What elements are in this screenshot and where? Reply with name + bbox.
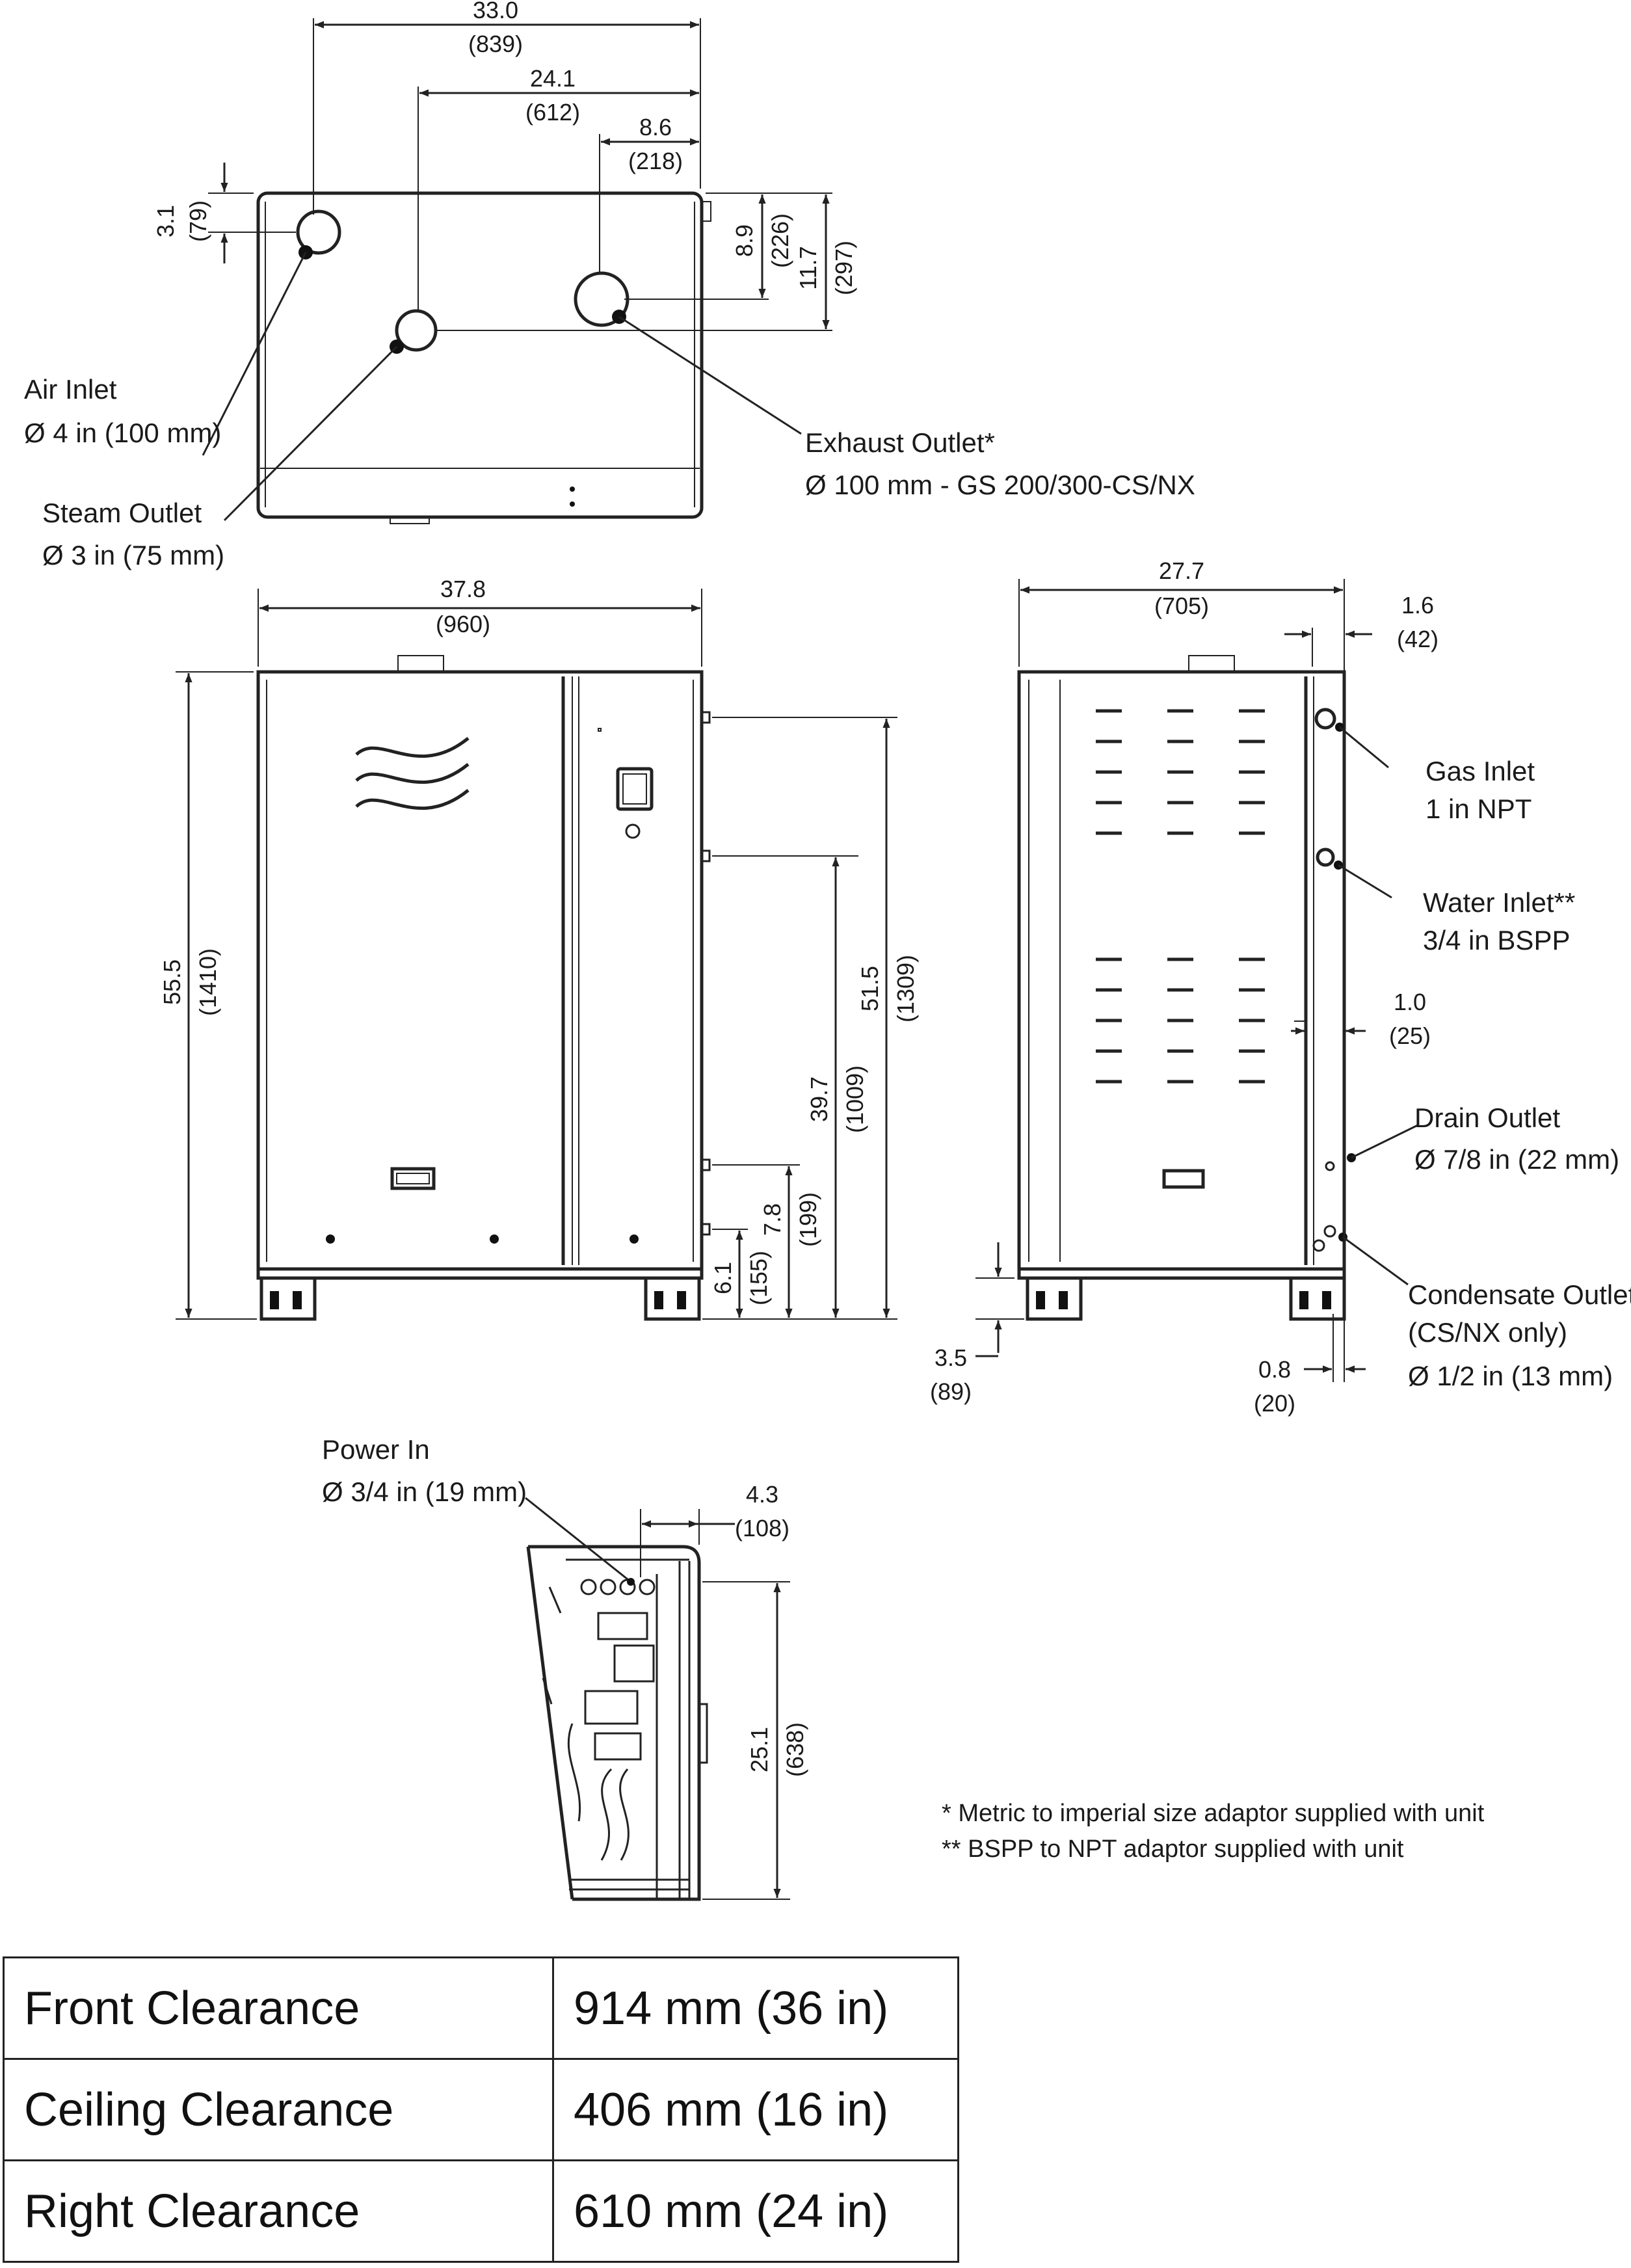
- dim-cond-off-mm: (20): [1254, 1390, 1295, 1417]
- clearance-value: 610 mm (24 in): [552, 2159, 959, 2263]
- water-inlet-label: Water Inlet**: [1423, 887, 1575, 918]
- top-view: 33.0 (839) 24.1 (612) 8.6 (218) 3.1 (79)…: [24, 0, 1195, 570]
- gas-inlet-label: Gas Inlet: [1425, 756, 1535, 786]
- dim-air-depth-mm: (79): [185, 200, 211, 242]
- dim-power-h-in: 25.1: [746, 1727, 773, 1772]
- dim-water-h-in: 39.7: [806, 1076, 832, 1122]
- note-metric: * Metric to imperial size adaptor suppli…: [942, 1800, 1485, 1827]
- clearance-name: Front Clearance: [3, 1956, 554, 2060]
- gas-inlet-size: 1 in NPT: [1425, 794, 1532, 824]
- air-inlet-size: Ø 4 in (100 mm): [24, 418, 221, 448]
- dim-steam-in: 24.1: [530, 65, 576, 92]
- front-view-outline: [256, 670, 704, 1271]
- steam-outlet-label: Steam Outlet: [42, 498, 202, 528]
- dim-height-in: 55.5: [159, 959, 185, 1005]
- dim-exhaust-depth-mm: (226): [767, 213, 793, 268]
- condensate-outlet-label: Condensate Outlet: [1408, 1279, 1631, 1310]
- water-inlet-size: 3/4 in BSPP: [1423, 925, 1570, 955]
- dim-leg-mm: (89): [930, 1378, 972, 1405]
- dim-cond-h-mm: (155): [745, 1251, 772, 1305]
- dim-gas-h-in: 51.5: [856, 966, 883, 1011]
- dim-height-mm: (1410): [194, 948, 221, 1016]
- front-view: 37.8 (960) 55.5 (1410) 51.5 (1309) 39.7 …: [159, 576, 919, 1321]
- condensate-outlet-port: [1323, 1225, 1336, 1238]
- clearance-name: Ceiling Clearance: [3, 2058, 554, 2161]
- power-in-size: Ø 3/4 in (19 mm): [322, 1476, 527, 1507]
- top-view-outline: [256, 191, 704, 519]
- exhaust-outlet-size: Ø 100 mm - GS 200/300-CS/NX: [805, 470, 1195, 500]
- dim-cond-h-in: 6.1: [709, 1262, 736, 1294]
- air-inlet-port: [296, 209, 341, 255]
- dim-power-off-mm: (108): [735, 1515, 789, 1541]
- control-panel: [598, 728, 654, 839]
- dim-cond-off-in: 0.8: [1258, 1356, 1291, 1383]
- drain-outlet-port: [1325, 1161, 1335, 1171]
- dim-drain-h-mm: (199): [795, 1192, 821, 1247]
- clearance-table: Front Clearance 914 mm (36 in) Ceiling C…: [3, 1956, 959, 2263]
- dim-exhaust-depth-in: 8.9: [731, 224, 758, 257]
- clearance-name: Right Clearance: [3, 2159, 554, 2263]
- dim-power-off-in: 4.3: [746, 1481, 778, 1508]
- dim-exhaust-in: 8.6: [639, 114, 672, 140]
- steam-outlet-size: Ø 3 in (75 mm): [42, 540, 224, 570]
- dim-drain-h-in: 7.8: [759, 1203, 786, 1236]
- note-bspp: ** BSPP to NPT adaptor supplied with uni…: [942, 1835, 1404, 1863]
- dim-gas-off-mm: (42): [1397, 626, 1439, 652]
- clearance-value: 914 mm (36 in): [552, 1956, 959, 2060]
- dim-water-h-mm: (1009): [842, 1065, 868, 1133]
- dim-steam-mm: (612): [525, 99, 580, 126]
- dim-depth-mm: (705): [1154, 593, 1209, 619]
- vent-louvers: [1096, 709, 1265, 1084]
- interior-view: 4.3 (108) 25.1 (638) Power In Ø 3/4 in (…: [322, 1434, 808, 1901]
- dim-overall-mm: (839): [468, 31, 523, 57]
- drain-outlet-label: Drain Outlet: [1414, 1102, 1560, 1133]
- dim-width-mm: (960): [436, 611, 490, 637]
- condensate-outlet-size: Ø 1/2 in (13 mm): [1408, 1361, 1613, 1391]
- dim-power-h-mm: (638): [782, 1722, 808, 1777]
- dim-overall-in: 33.0: [473, 0, 518, 23]
- water-inlet-port: [1316, 847, 1335, 867]
- gas-inlet-port: [1314, 708, 1336, 730]
- dim-gas-h-mm: (1309): [892, 955, 919, 1022]
- dim-exhaust-mm: (218): [628, 148, 683, 174]
- dim-air-depth-in: 3.1: [152, 205, 179, 237]
- dim-depth-in: 27.7: [1159, 557, 1204, 584]
- dim-drain-off-in: 1.0: [1394, 989, 1426, 1015]
- side-view-outline: [1017, 670, 1346, 1271]
- dim-width-in: 37.8: [440, 576, 486, 602]
- air-inlet-label: Air Inlet: [24, 374, 117, 405]
- table-row: Front Clearance 914 mm (36 in): [3, 1956, 959, 2060]
- drain-outlet-size: Ø 7/8 in (22 mm): [1414, 1144, 1619, 1175]
- wave-logo-icon: [355, 737, 470, 810]
- condensate-note: (CS/NX only): [1408, 1317, 1567, 1348]
- table-row: Right Clearance 610 mm (24 in): [3, 2159, 959, 2263]
- power-in-label: Power In: [322, 1434, 430, 1465]
- dim-drain-off-mm: (25): [1389, 1022, 1431, 1049]
- dim-steam-depth-mm: (297): [830, 241, 857, 295]
- power-knockouts: [580, 1579, 656, 1595]
- clearance-value: 406 mm (16 in): [552, 2058, 959, 2161]
- dim-gas-off-in: 1.6: [1401, 592, 1434, 619]
- side-view: 27.7 (705) 1.6 (42) 1.0 (25) 3.5 (89) 0.…: [930, 557, 1631, 1417]
- table-row: Ceiling Clearance 406 mm (16 in): [3, 2058, 959, 2161]
- dim-steam-depth-in: 11.7: [795, 246, 821, 289]
- dim-leg-in: 3.5: [935, 1344, 967, 1371]
- exhaust-outlet-label: Exhaust Outlet*: [805, 427, 995, 458]
